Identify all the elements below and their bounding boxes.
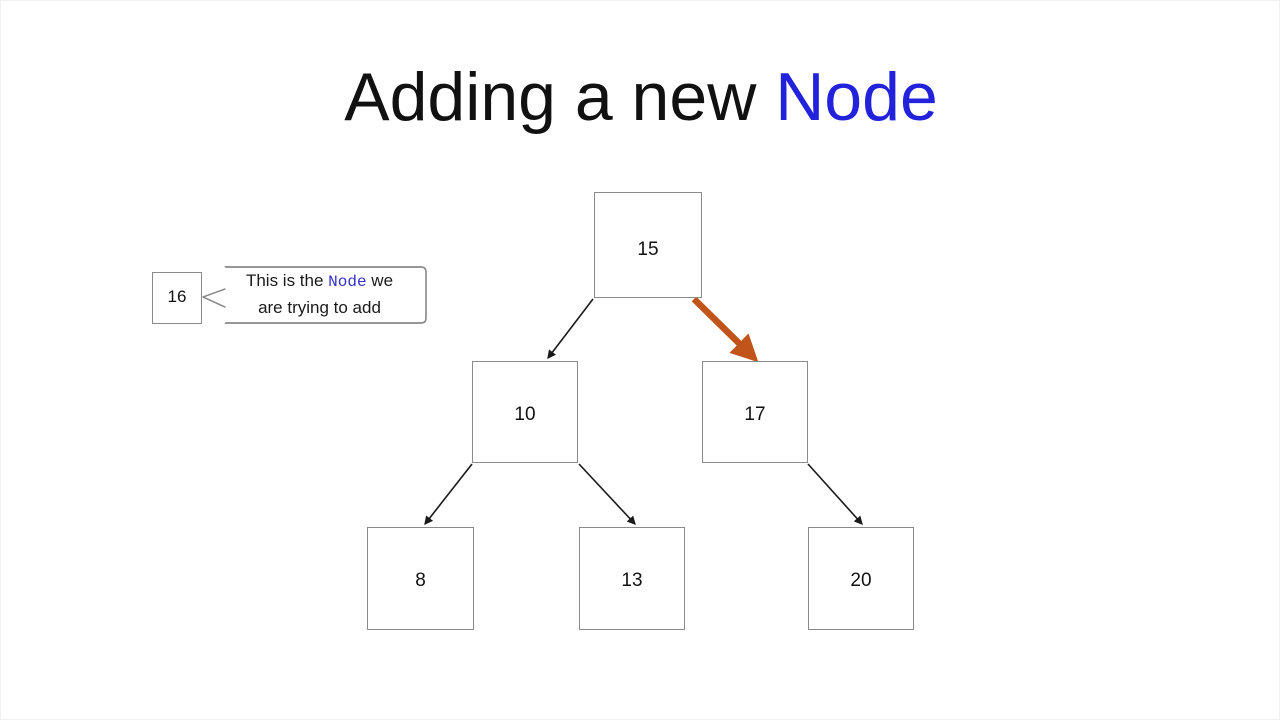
- page-title-keyword: Node: [775, 59, 938, 135]
- page-title: Adding a new Node: [1, 63, 1279, 131]
- callout-text: This is the Node we are trying to add: [219, 266, 420, 322]
- new-node-16[interactable]: 16: [152, 272, 202, 324]
- tree-node-value: 13: [621, 570, 643, 591]
- tree-node-10[interactable]: 10: [472, 361, 578, 463]
- callout-line1-after: we: [366, 270, 394, 290]
- tree-node-15[interactable]: 15: [594, 192, 702, 298]
- new-node-value: 16: [167, 287, 187, 306]
- tree-node-20[interactable]: 20: [808, 527, 914, 630]
- edge-17-to-20: [807, 463, 863, 525]
- edge-15-to-10: [547, 298, 594, 360]
- tree-node-17[interactable]: 17: [702, 361, 808, 463]
- tree-node-value: 15: [637, 239, 659, 260]
- tree-node-value: 8: [415, 570, 426, 591]
- tree-node-value: 10: [514, 404, 536, 425]
- page-title-prefix: Adding a new: [344, 59, 776, 135]
- tree-node-13[interactable]: 13: [579, 527, 685, 630]
- callout-shape: [202, 266, 427, 324]
- callout-keyword: Node: [328, 272, 367, 291]
- callout: This is the Node we are trying to add: [197, 261, 429, 329]
- tree-node-value: 17: [744, 404, 766, 425]
- edge-10-to-13: [578, 463, 636, 525]
- edge-10-to-8: [424, 463, 473, 526]
- callout-line-2: are trying to add: [258, 297, 381, 317]
- edge-15-to-17-highlight: [691, 296, 759, 363]
- tree-node-value: 20: [850, 570, 872, 591]
- callout-line1-before: This is the: [245, 270, 329, 290]
- callout-line-1: This is the Node we: [246, 268, 393, 295]
- tree-node-8[interactable]: 8: [367, 527, 474, 630]
